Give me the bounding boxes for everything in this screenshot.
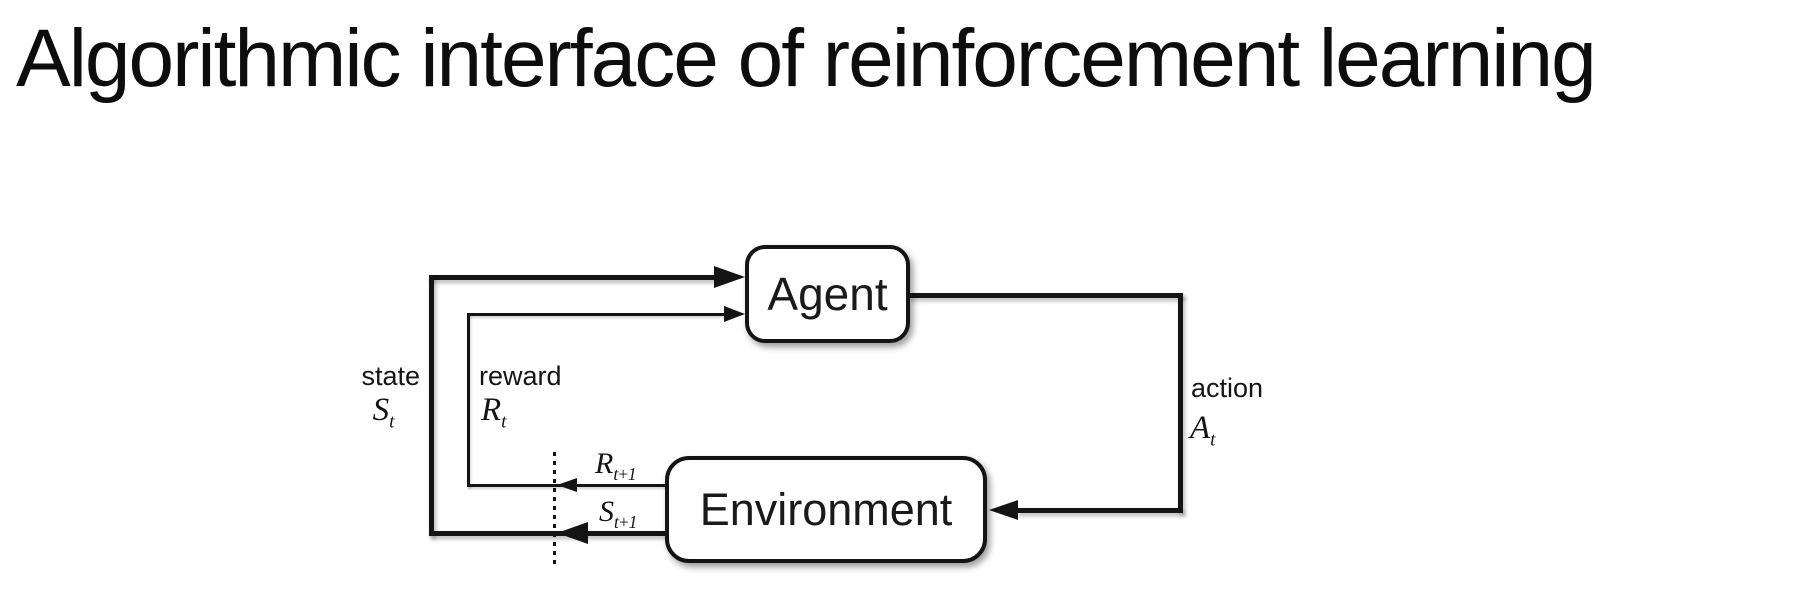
next-state-symbol-sub: t+1 bbox=[614, 511, 637, 532]
next-reward-symbol-sub: t+1 bbox=[613, 463, 636, 484]
next-state-symbol-label: St+1 bbox=[599, 495, 637, 532]
reward-symbol-label: Rt bbox=[481, 392, 507, 433]
environment-label: Environment bbox=[699, 483, 953, 535]
agent-box: Agent bbox=[745, 245, 910, 343]
state-loop-line-vertical bbox=[429, 275, 434, 536]
action-loop-line-top bbox=[908, 293, 1183, 298]
reward-arrowhead-icon bbox=[724, 306, 745, 322]
state-arrowhead-icon bbox=[714, 266, 745, 288]
next-state-symbol-base: S bbox=[599, 495, 614, 528]
state-loop-line-bottom bbox=[429, 531, 667, 536]
next-reward-arrowhead-icon bbox=[557, 478, 577, 492]
next-reward-symbol-label: Rt+1 bbox=[595, 447, 637, 484]
next-state-arrowhead-icon bbox=[557, 522, 588, 544]
environment-box: Environment bbox=[665, 456, 987, 563]
action-word-label: action bbox=[1191, 373, 1264, 403]
action-arrowhead-icon bbox=[989, 500, 1018, 520]
action-loop-line-bottom bbox=[1016, 508, 1183, 513]
reward-loop-line-top bbox=[467, 313, 726, 316]
reward-loop-line-vertical bbox=[467, 313, 470, 487]
action-symbol-base: A bbox=[1190, 410, 1211, 446]
reward-word-label: reward bbox=[479, 361, 562, 391]
agent-label: Agent bbox=[767, 268, 888, 320]
action-symbol-sub: t bbox=[1210, 429, 1215, 451]
next-reward-symbol-base: R bbox=[595, 447, 614, 480]
state-word-label: state bbox=[361, 361, 420, 391]
state-symbol-base: S bbox=[372, 392, 390, 428]
state-symbol-label: St bbox=[352, 394, 414, 432]
state-symbol-sub: t bbox=[389, 411, 394, 433]
state-loop-line-top bbox=[429, 275, 716, 280]
reward-symbol-base: R bbox=[481, 392, 502, 428]
page-title: Algorithmic interface of reinforcement l… bbox=[16, 13, 1597, 104]
timestep-boundary-dashed-line bbox=[553, 452, 556, 568]
action-symbol-label: At bbox=[1190, 410, 1216, 451]
action-loop-line-vertical bbox=[1178, 293, 1183, 513]
reward-symbol-sub: t bbox=[501, 411, 506, 433]
